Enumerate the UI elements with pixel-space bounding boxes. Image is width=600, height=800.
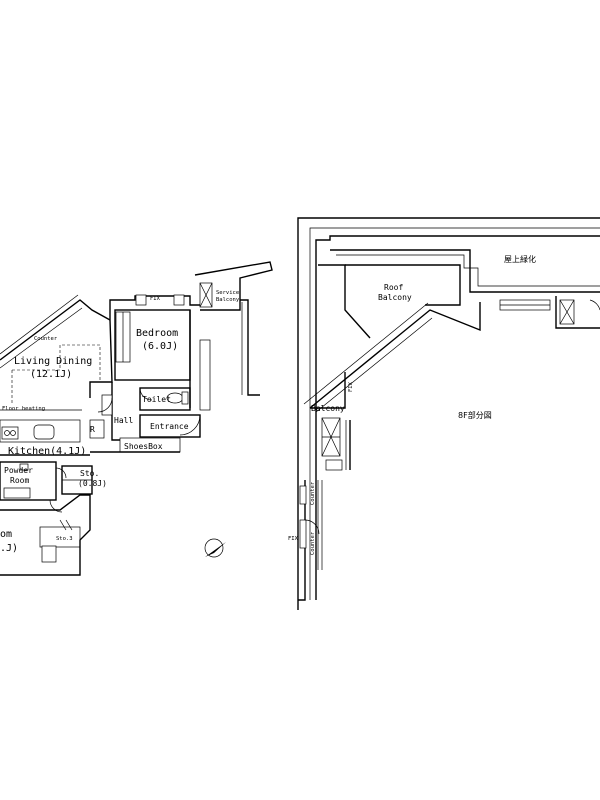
fix-label-3: FIX	[348, 381, 354, 392]
counter-label: Counter	[34, 336, 58, 342]
fix-label-2: FIX	[288, 536, 299, 542]
floor-heating-label: Floor heating	[2, 406, 45, 412]
left-unit-plan	[0, 261, 273, 576]
powder-room-label-2: Room	[10, 476, 29, 485]
counter-right-label: Counter	[310, 481, 316, 505]
eighth-floor-plan-label: 8F部分図	[458, 410, 492, 420]
fix-label: FIX	[150, 296, 161, 302]
storage-size: (0.8J)	[78, 479, 107, 488]
shoes-box-label: ShoesBox	[124, 442, 163, 451]
toilet-label: Toilet	[142, 395, 171, 404]
lower-bedroom-size: .J)	[0, 543, 18, 554]
rooftop-greening-label: 屋上緑化	[504, 254, 536, 264]
counter-right-label-2: Counter	[310, 531, 316, 555]
eighth-floor-plan	[297, 217, 600, 610]
hall-label: Hall	[114, 416, 133, 425]
balcony-label: Balcony	[311, 404, 345, 413]
bedroom-label: Bedroom	[136, 328, 178, 339]
service-balcony-label-2: Balcony	[216, 297, 240, 303]
roof-balcony-label-2: Balcony	[378, 293, 412, 302]
bedroom-size: (6.0J)	[142, 341, 178, 352]
storage-label: Sto.	[80, 469, 99, 478]
north-arrow-icon	[204, 538, 226, 558]
powder-room-label: Powder	[4, 466, 33, 475]
entrance-label: Entrance	[150, 422, 189, 431]
refrigerator-mark: R	[90, 425, 95, 434]
lower-bedroom-label: om	[0, 529, 12, 540]
living-dining-label: Living Dining	[14, 356, 92, 367]
kitchen-label: Kitchen(4.1J)	[8, 446, 86, 457]
storage-2-label: Sto.3	[56, 536, 73, 542]
roof-balcony-label: Roof	[384, 283, 403, 292]
living-dining-size: (12.1J)	[30, 369, 72, 380]
service-balcony-label: Service	[216, 290, 239, 296]
